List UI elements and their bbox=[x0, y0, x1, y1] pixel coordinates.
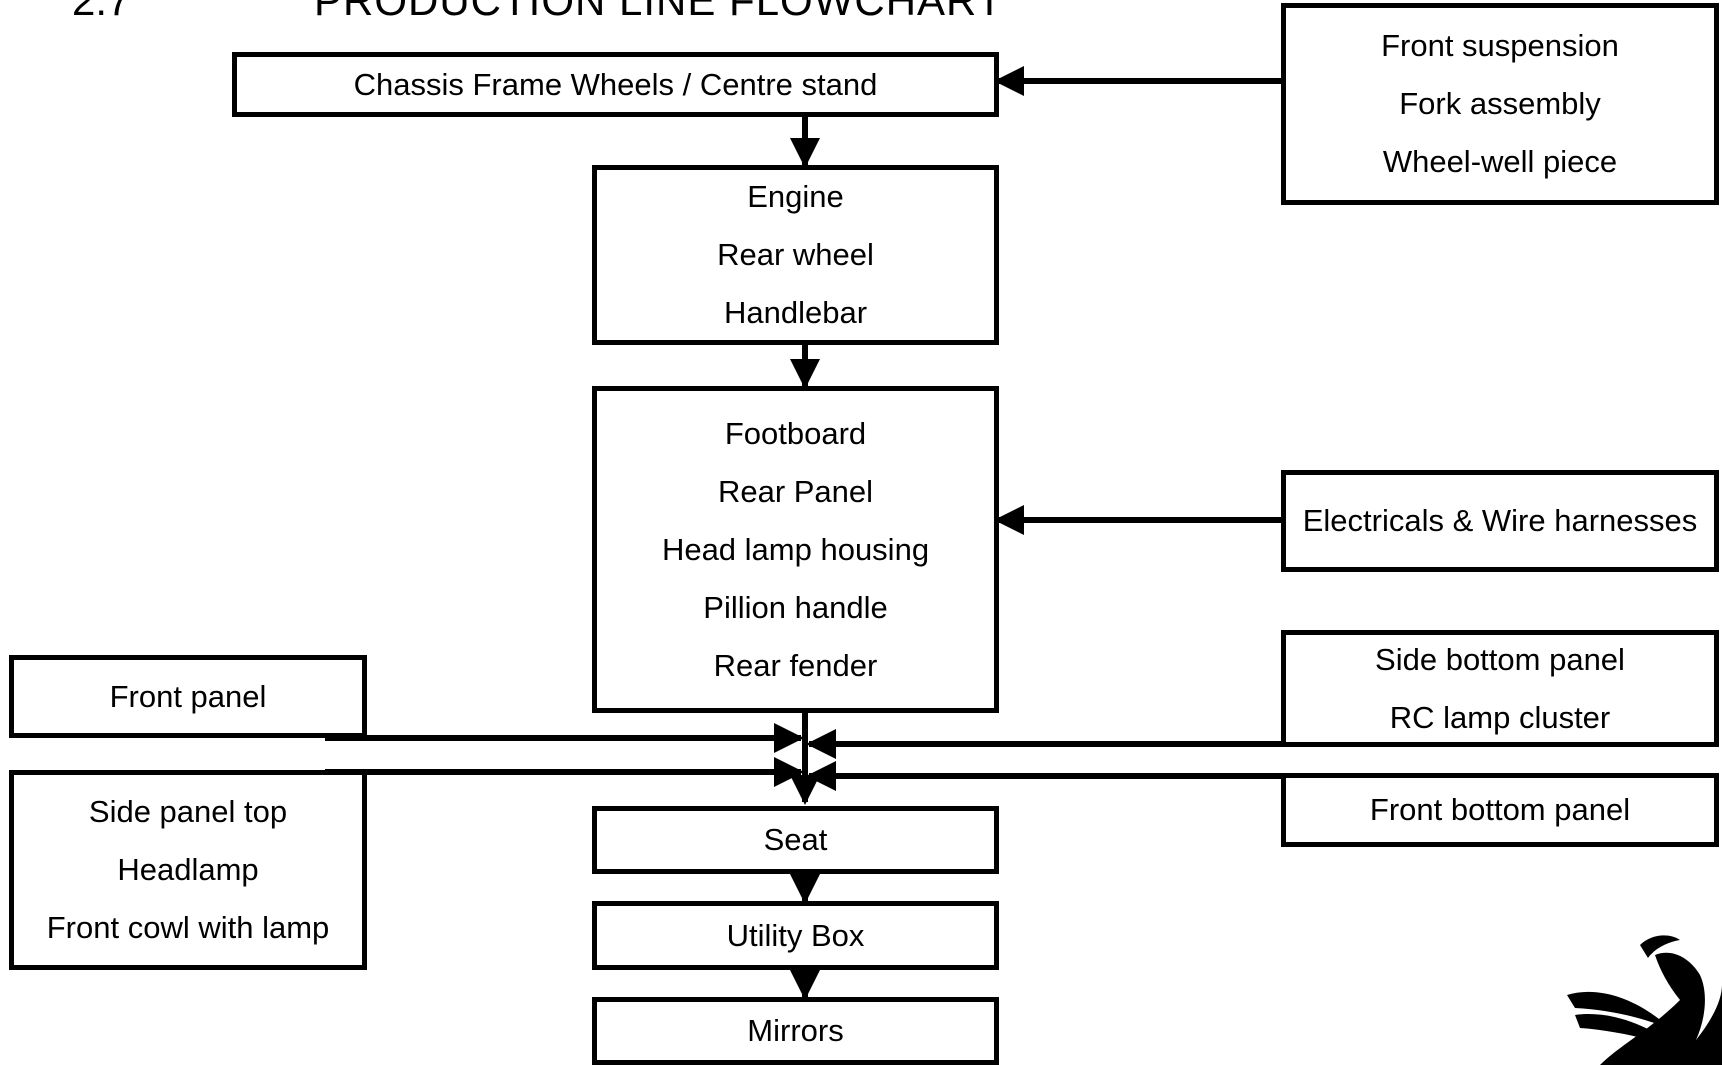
node-label: Head lamp housing bbox=[661, 531, 930, 567]
section-title: PRODUCTION LINE FLOWCHART bbox=[314, 0, 1004, 24]
node-label: Electricals & Wire harnesses bbox=[1302, 503, 1698, 538]
node-label: Utility Box bbox=[726, 917, 865, 953]
node-side-bottom: Side bottom panel RC lamp cluster bbox=[1281, 630, 1719, 747]
node-front-bottom: Front bottom panel bbox=[1281, 773, 1719, 847]
node-seat: Seat bbox=[592, 806, 999, 874]
node-label: Handlebar bbox=[723, 295, 868, 330]
node-label: Side panel top bbox=[88, 794, 288, 829]
node-label: RC lamp cluster bbox=[1389, 699, 1611, 735]
node-label: Headlamp bbox=[117, 852, 259, 887]
node-label: Seat bbox=[763, 822, 828, 857]
page-title: 2.7 PRODUCTION LINE FLOWCHART bbox=[0, 0, 1722, 24]
node-front-panel: Front panel bbox=[9, 655, 367, 738]
node-electricals: Electricals & Wire harnesses bbox=[1281, 470, 1719, 572]
node-chassis: Chassis Frame Wheels / Centre stand bbox=[232, 52, 999, 117]
node-label: Side bottom panel bbox=[1375, 641, 1625, 677]
node-label: Rear fender bbox=[713, 647, 878, 683]
node-mirrors: Mirrors bbox=[592, 997, 999, 1065]
node-label: Engine bbox=[747, 179, 844, 214]
node-label: Footboard bbox=[724, 415, 867, 451]
section-number: 2.7 bbox=[72, 0, 131, 24]
node-label: Rear Panel bbox=[717, 473, 874, 509]
node-label: Wheel-well piece bbox=[1382, 144, 1618, 179]
node-label: Mirrors bbox=[747, 1013, 844, 1048]
node-label: Front suspension bbox=[1381, 28, 1619, 63]
node-label: Pillion handle bbox=[703, 589, 888, 625]
node-label: Fork assembly bbox=[1399, 86, 1601, 121]
node-label: Front cowl with lamp bbox=[46, 910, 330, 945]
node-label: Rear wheel bbox=[717, 237, 874, 272]
node-label: Chassis Frame Wheels / Centre stand bbox=[353, 66, 878, 102]
node-label: Front panel bbox=[109, 678, 267, 714]
node-label: Front bottom panel bbox=[1369, 792, 1631, 827]
node-utility-box: Utility Box bbox=[592, 901, 999, 970]
